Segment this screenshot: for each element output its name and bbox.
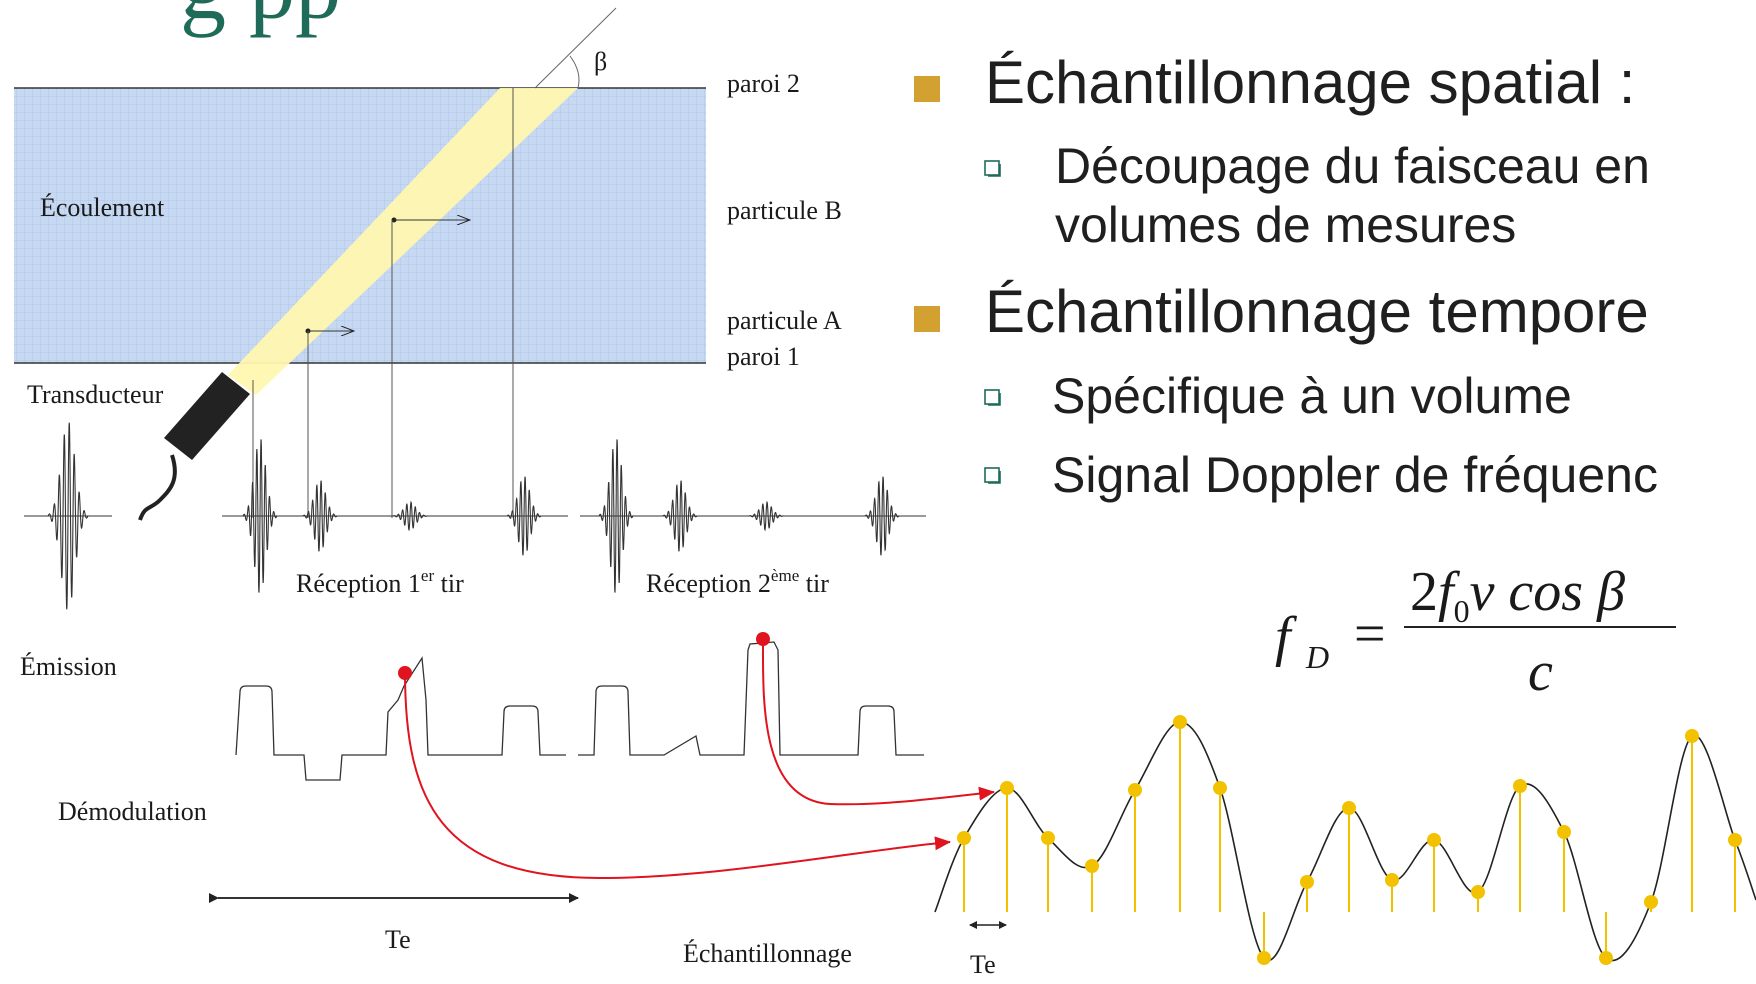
sample-dot xyxy=(1342,801,1356,815)
red-arrow-2 xyxy=(761,639,995,806)
bullet-2: Découpage du faisceau en xyxy=(1055,138,1650,194)
reception-2-label: Réception 2ème tir xyxy=(646,566,829,598)
vessel-diagram: β Écoulement paroi 2 particule B particu… xyxy=(14,7,842,521)
rf-signal-traces xyxy=(24,422,926,610)
red-sample-dot-1 xyxy=(398,666,412,680)
sample-dot xyxy=(1513,779,1527,793)
demodulated-trace-1 xyxy=(235,656,566,781)
formula-equals: = xyxy=(1354,603,1386,665)
transducer-probe xyxy=(138,372,250,521)
wall-2-label: paroi 2 xyxy=(727,69,800,98)
bullet-1: Échantillonnage spatial : xyxy=(985,49,1635,116)
sample-transfer-arrows xyxy=(398,632,995,880)
reception-1-label: Réception 1er tir xyxy=(296,566,464,598)
reception-2-pulses xyxy=(598,439,900,593)
flow-label: Écoulement xyxy=(40,193,165,222)
sub-bullet-icon-2 xyxy=(984,389,1001,406)
demodulation-label: Démodulation xyxy=(58,797,207,826)
projection-lines xyxy=(252,88,514,518)
reception-1-pulses xyxy=(242,439,542,593)
sample-dot xyxy=(1257,951,1271,965)
formula-lhs-sub: D xyxy=(1305,639,1329,675)
slide-title-fragment: g pp xyxy=(180,0,341,38)
sample-dot xyxy=(1685,729,1699,743)
particle-b-label: particule B xyxy=(727,196,842,225)
sample-dot xyxy=(1728,833,1742,847)
sampling-period-label: Te xyxy=(970,950,996,979)
sample-dot xyxy=(1385,873,1399,887)
sub-bullet-icon-1 xyxy=(984,160,1001,177)
doppler-signal-curve xyxy=(934,721,1756,962)
sample-dot xyxy=(1041,831,1055,845)
sample-dot xyxy=(1173,715,1187,729)
sample-dot xyxy=(1300,875,1314,889)
demodulated-traces xyxy=(235,641,924,781)
period-label: Te xyxy=(385,925,411,954)
sample-dot xyxy=(1085,859,1099,873)
emission-label: Émission xyxy=(20,652,117,681)
sample-dot xyxy=(957,831,971,845)
bullet-5: Spécifique à un volume xyxy=(1052,368,1572,424)
wall-1-label: paroi 1 xyxy=(727,342,800,371)
sample-dot xyxy=(1557,825,1571,839)
formula-lhs: f xyxy=(1275,606,1298,668)
sample-dots xyxy=(957,715,1742,965)
bullet-square-1 xyxy=(914,76,940,102)
bullet-square-2 xyxy=(914,306,940,332)
angle-reference-line xyxy=(534,7,617,89)
emission-pulse xyxy=(47,422,89,610)
doppler-sampled-signal xyxy=(934,715,1756,965)
bullet-4: Échantillonnage tempore xyxy=(985,278,1649,345)
particle-a-label: particule A xyxy=(727,306,842,335)
sample-dot xyxy=(1213,781,1227,795)
angle-beta-label: β xyxy=(594,47,607,76)
bullet-3: volumes de mesures xyxy=(1055,197,1516,253)
sample-dot xyxy=(1128,783,1142,797)
sampling-label: Échantillonnage xyxy=(683,939,852,968)
sample-stems xyxy=(963,722,1736,958)
sub-bullet-icon-3 xyxy=(984,467,1001,484)
ultrasound-beam xyxy=(228,88,578,395)
demodulated-trace-2 xyxy=(578,641,924,756)
sample-dot xyxy=(1427,833,1441,847)
flow-region xyxy=(14,88,706,363)
angle-arc xyxy=(569,55,580,89)
sample-dot xyxy=(1000,781,1014,795)
bullet-6: Signal Doppler de fréquenc xyxy=(1052,447,1658,503)
bullet-list: Échantillonnage spatial : Découpage du f… xyxy=(914,49,1658,503)
red-arrow-1 xyxy=(404,671,951,880)
red-sample-dot-2 xyxy=(756,632,770,646)
sample-dot xyxy=(1599,951,1613,965)
sample-dot xyxy=(1644,895,1658,909)
formula-denominator: c xyxy=(1528,641,1553,703)
transducer-label: Transducteur xyxy=(27,380,164,409)
doppler-formula: f D = 2f0v cos β c xyxy=(1275,561,1676,703)
formula-numerator: 2f0v cos β xyxy=(1410,561,1625,629)
sample-dot xyxy=(1471,885,1485,899)
